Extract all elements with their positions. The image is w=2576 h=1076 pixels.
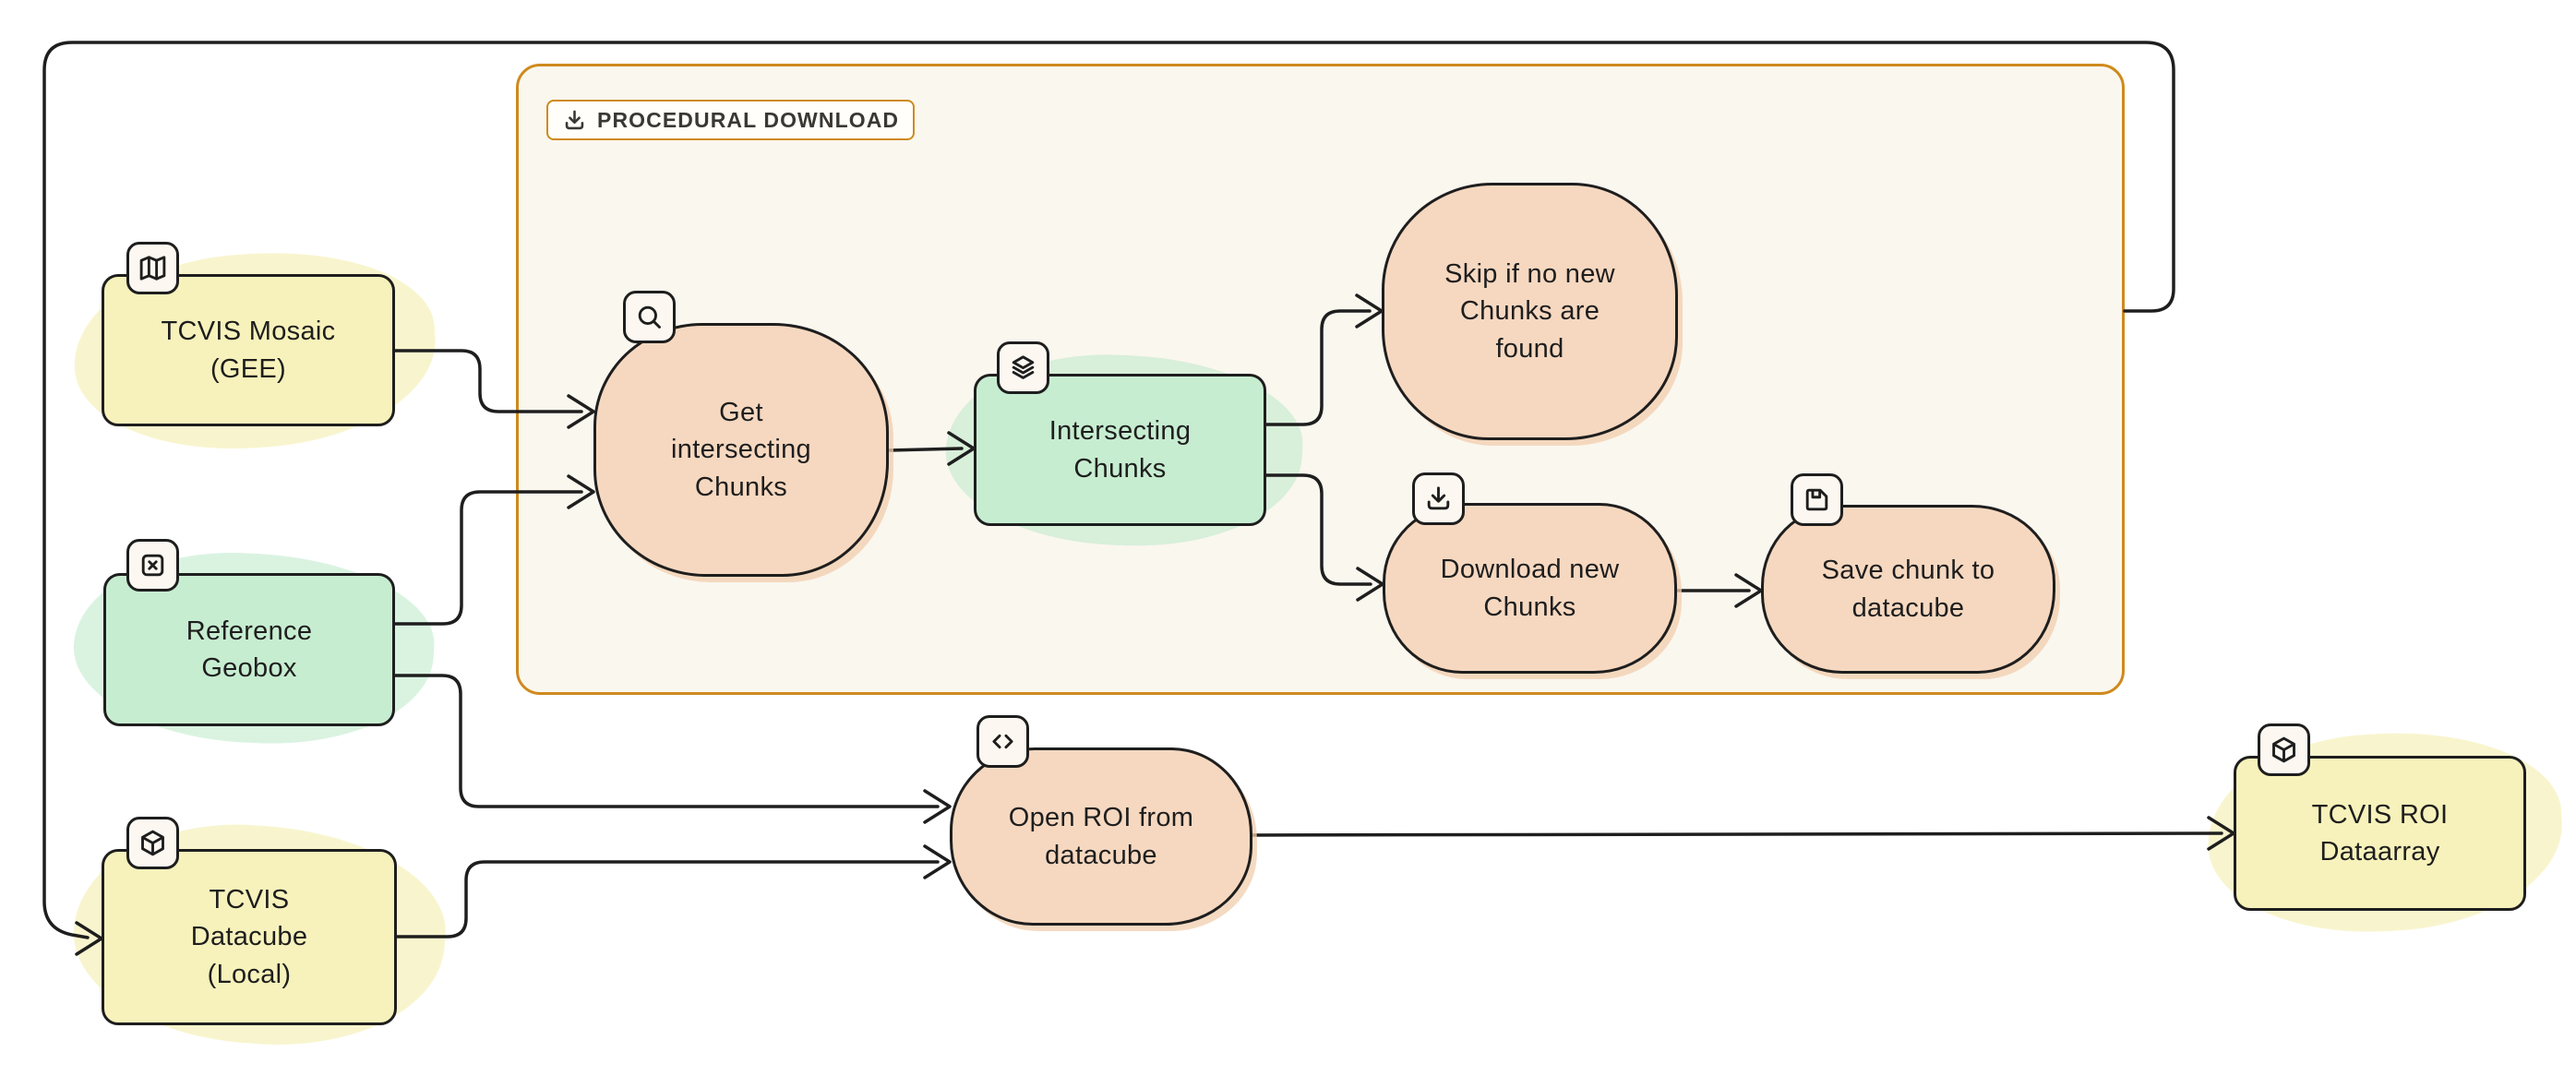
package-icon: [2258, 723, 2310, 776]
node-download-new-chunks[interactable]: Download new Chunks: [1383, 503, 1677, 674]
code-icon: [976, 715, 1029, 768]
node-skip-if-no-new-chunks[interactable]: Skip if no new Chunks are found: [1382, 183, 1678, 440]
arrow-download-to-save: [1675, 573, 1763, 608]
node-tcvis-mosaic[interactable]: TCVIS Mosaic (GEE): [102, 274, 395, 426]
node-reference-geobox-label: Reference Geobox: [186, 616, 313, 683]
node-download-new-chunks-label: Download new Chunks: [1440, 555, 1620, 622]
node-open-roi-from-datacube-label: Open ROI from datacube: [1008, 803, 1194, 870]
arrow-intersecting-to-skip: [1264, 293, 1384, 426]
node-open-roi-from-datacube[interactable]: Open ROI from datacube: [950, 747, 1252, 926]
node-save-chunk-to-datacube[interactable]: Save chunk to datacube: [1761, 505, 2055, 674]
node-save-chunk-to-datacube-label: Save chunk to datacube: [1821, 556, 1995, 623]
download-icon: [565, 110, 584, 129]
search-icon: [623, 291, 676, 343]
node-tcvis-datacube[interactable]: TCVIS Datacube (Local): [102, 849, 397, 1025]
node-skip-if-no-new-chunks-label: Skip if no new Chunks are found: [1444, 259, 1615, 364]
node-tcvis-roi-dataarray-label: TCVIS ROI Dataarray: [2311, 799, 2449, 867]
package-icon: [126, 817, 179, 869]
node-get-intersecting-chunks-label: Get intersecting Chunks: [671, 398, 811, 502]
node-tcvis-datacube-label: TCVIS Datacube (Local): [190, 885, 308, 989]
node-intersecting-chunks-label: Intersecting Chunks: [1048, 416, 1192, 484]
map-icon: [126, 242, 179, 294]
arrow-geobox-to-open-roi: [393, 674, 952, 824]
node-get-intersecting-chunks[interactable]: Get intersecting Chunks: [593, 323, 889, 577]
procedural-download-chip[interactable]: PROCEDURAL DOWNLOAD: [546, 100, 916, 140]
layers-icon: [997, 341, 1049, 394]
arrow-open-roi-to-roi-dataarray: [1251, 816, 2235, 851]
node-reference-geobox[interactable]: Reference Geobox: [103, 573, 395, 726]
node-tcvis-mosaic-label: TCVIS Mosaic (GEE): [161, 317, 336, 384]
arrow-intersecting-to-download: [1264, 473, 1384, 602]
procedural-download-label: PROCEDURAL DOWNLOAD: [597, 107, 900, 132]
node-tcvis-roi-dataarray[interactable]: TCVIS ROI Dataarray: [2234, 756, 2526, 911]
x-box-icon: [126, 539, 179, 592]
arrow-get-chunks-to-intersecting: [887, 431, 976, 466]
arrow-mosaic-to-get-chunks: [393, 349, 595, 429]
node-intersecting-chunks[interactable]: Intersecting Chunks: [974, 374, 1266, 526]
arrow-datacube-to-open-roi: [395, 844, 952, 939]
save-icon: [1791, 473, 1843, 526]
arrow-geobox-to-get-chunks: [393, 474, 595, 626]
download-icon: [1412, 472, 1465, 525]
